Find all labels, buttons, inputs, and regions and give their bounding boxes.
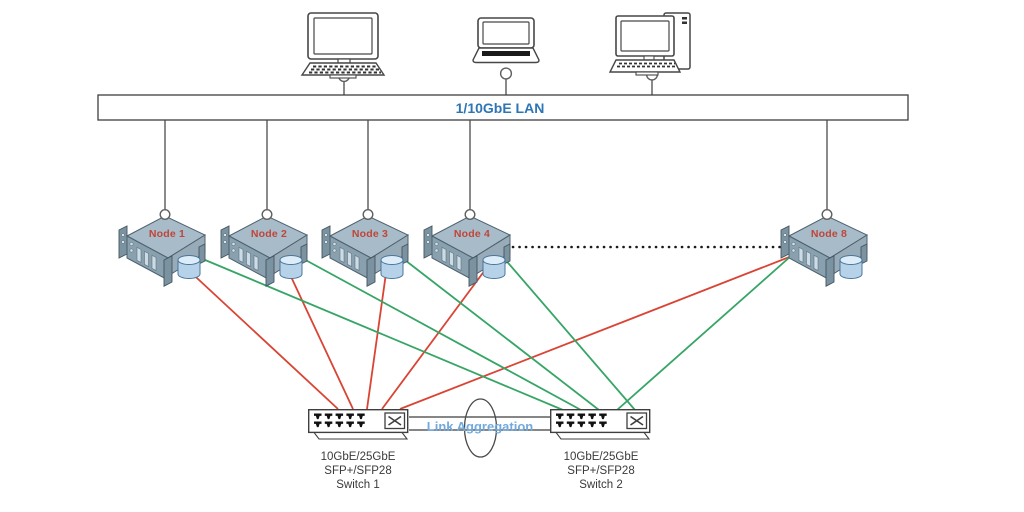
link-aggregation-label: Link Aggregation [427, 419, 533, 434]
node-3-label: Node 3 [352, 228, 388, 240]
node-4-icon [423, 215, 511, 287]
green-link-node1 [197, 256, 564, 411]
connector-dot [261, 208, 273, 220]
link-aggregation-trunk [409, 416, 551, 431]
client-uplink-lines [343, 73, 653, 95]
node-4-label: Node 4 [454, 228, 490, 240]
green-link-node2 [299, 256, 582, 411]
link-aggregation-ellipse [463, 398, 498, 458]
red-link-node8 [399, 253, 798, 410]
node-2-icon [220, 215, 308, 287]
links-to-switch2 [197, 255, 792, 411]
links-to-switch1 [183, 253, 798, 410]
switch-2-name: Switch 2 [579, 479, 622, 491]
connector-dot [362, 208, 374, 220]
switch-1-icon [309, 410, 408, 439]
switch-2-speed: 10GbE/25GbE [564, 451, 639, 463]
red-link-node3 [366, 265, 388, 410]
lan-label: 1/10GbE LAN [456, 100, 545, 116]
node-8-icon [780, 215, 868, 287]
node-2-label: Node 2 [251, 228, 287, 240]
laptop-icon [472, 17, 540, 64]
switch-2-caption: 10GbE/25GbE SFP+/SFP28 Switch 2 [564, 451, 639, 491]
connector-dot [464, 208, 476, 220]
switch-2-icon [551, 410, 650, 439]
desktop-computer-icon [300, 12, 386, 79]
switch-1-speed: 10GbE/25GbE [321, 451, 396, 463]
switch-1-module: SFP+/SFP28 [324, 465, 391, 477]
switch-1-name: Switch 1 [336, 479, 379, 491]
connector-dot [821, 208, 833, 220]
node-uplink-lines [164, 120, 828, 214]
green-link-node4 [502, 256, 636, 411]
red-link-node2 [285, 265, 354, 410]
green-link-node8 [616, 255, 792, 411]
switch-1-caption: 10GbE/25GbE SFP+/SFP28 Switch 1 [321, 451, 396, 491]
desktop-tower-computer-icon [608, 12, 691, 76]
switch-2-module: SFP+/SFP28 [567, 465, 634, 477]
node-1-icon [118, 215, 206, 287]
lan-bus-bar [97, 94, 909, 121]
green-link-node3 [400, 256, 600, 411]
connector-dot [499, 67, 513, 80]
node-1-label: Node 1 [149, 228, 185, 240]
red-link-node1 [183, 265, 339, 410]
node-8-label: Node 8 [811, 228, 847, 240]
connector-dot [159, 208, 171, 220]
red-link-node4 [381, 265, 489, 410]
